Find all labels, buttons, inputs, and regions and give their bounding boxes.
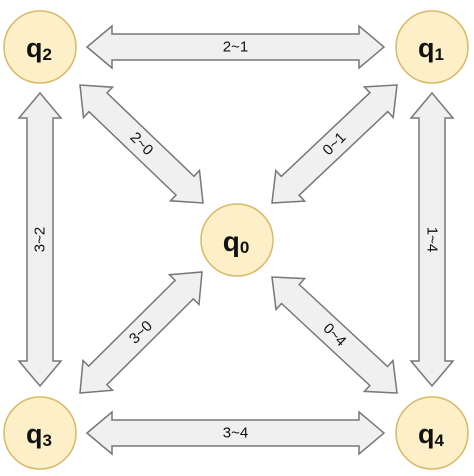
edge-2-0: 2~0	[79, 84, 204, 204]
edge-label: 2~1	[223, 39, 248, 56]
state-label-subscript: 0	[240, 238, 249, 257]
state-label-subscript: 1	[435, 45, 444, 64]
edge-label: 3~4	[223, 425, 248, 442]
state-circle	[3, 10, 77, 84]
bidirectional-arrow	[409, 91, 455, 388]
bidirectional-arrow	[17, 91, 63, 388]
edge-3-4: 3~4	[85, 410, 386, 456]
edge-0-1: 0~1	[271, 84, 398, 204]
bidirectional-arrow	[85, 24, 386, 70]
state-label: q2	[26, 33, 52, 64]
edge-3-2: 3~2	[17, 91, 63, 388]
edges-layer: 2~1 2~0 0~1 3~2 1~4 3~0 0~4 3~4	[17, 24, 455, 456]
state-label-base: q	[26, 419, 43, 449]
node-q0: q0	[200, 203, 274, 277]
state-circle	[200, 203, 274, 277]
edge-0-4: 0~4	[271, 276, 398, 394]
state-label-subscript: 4	[435, 431, 445, 450]
state-label: q4	[418, 419, 445, 450]
state-label-base: q	[223, 226, 240, 257]
edge-3-0: 3~0	[79, 271, 203, 394]
edge-2-1: 2~1	[85, 24, 386, 70]
state-label: q3	[26, 419, 52, 450]
node-q1: q1	[395, 10, 469, 84]
bidirectional-arrow	[271, 84, 398, 204]
edge-1-4: 1~4	[409, 91, 455, 388]
state-label: q0	[223, 226, 250, 257]
bidirectional-arrow	[271, 276, 398, 394]
state-circle	[3, 396, 77, 470]
bidirectional-arrow	[79, 84, 204, 204]
state-label-base: q	[418, 33, 435, 63]
edge-label: 3~2	[32, 227, 49, 252]
state-label-base: q	[418, 419, 435, 449]
bidirectional-arrow	[85, 410, 386, 456]
state-label-subscript: 3	[43, 431, 52, 450]
state-label: q1	[418, 33, 444, 64]
state-circle	[395, 10, 469, 84]
bidirectional-arrow	[79, 271, 203, 394]
state-label-subscript: 2	[43, 45, 52, 64]
edge-label: 1~4	[424, 227, 441, 252]
state-label-base: q	[26, 33, 43, 63]
state-circle	[395, 396, 469, 470]
node-q3: q3	[3, 396, 77, 470]
node-q4: q4	[395, 396, 469, 470]
node-q2: q2	[3, 10, 77, 84]
